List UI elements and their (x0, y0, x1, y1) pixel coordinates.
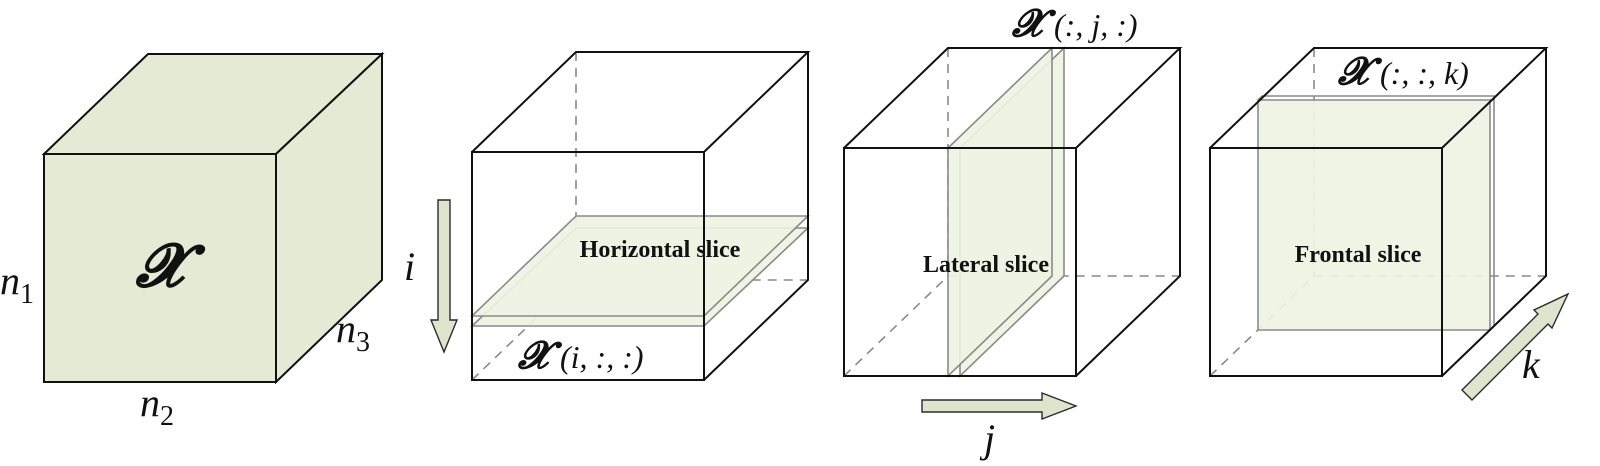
lateral-slice-label: Lateral slice (923, 252, 1049, 278)
dim-n1-label: n 1 (0, 258, 34, 310)
svg-text:n: n (0, 258, 20, 303)
svg-text:n: n (140, 380, 160, 425)
lateral-slice-plane (947, 46, 1053, 378)
svg-text:𝓧: 𝓧 (517, 332, 563, 377)
j-arrow-label: j (979, 416, 995, 461)
svg-text:(:, :, k): (:, :, k) (1380, 55, 1469, 91)
cube-front-face (43, 153, 277, 383)
dim-n2-label: n 2 (140, 380, 174, 432)
lateral-slice-panel: Lateral slice 𝓧 (:, j, :) j (843, 0, 1183, 461)
svg-text:1: 1 (20, 279, 34, 310)
svg-text:n: n (336, 306, 356, 351)
j-direction-arrow (921, 391, 1078, 421)
horizontal-slice-notation: 𝓧 (i, :, :) (517, 332, 644, 377)
frontal-slice-label: Frontal slice (1295, 242, 1422, 268)
i-direction-arrow (429, 199, 459, 354)
k-arrow-label: k (1522, 342, 1541, 387)
dim-n3-label: n 3 (336, 306, 370, 358)
k-direction-arrow (1461, 292, 1570, 401)
lateral-slice-notation: 𝓧 (:, j, :) (1011, 0, 1138, 45)
svg-text:𝓧: 𝓧 (1337, 48, 1383, 93)
svg-text:2: 2 (160, 401, 174, 432)
svg-text:(:, j, :): (:, j, :) (1054, 7, 1138, 43)
svg-text:𝓧: 𝓧 (1011, 0, 1057, 45)
svg-text:3: 3 (356, 327, 370, 358)
horizontal-slice-panel: Horizontal slice 𝓧 (i, :, :) i (404, 51, 811, 381)
horizontal-slice-label: Horizontal slice (580, 237, 741, 263)
frontal-slice-notation: 𝓧 (:, :, k) (1337, 48, 1469, 93)
frontal-slice-panel: Frontal slice 𝓧 (:, :, k) k (1209, 47, 1570, 401)
svg-text:(i, :, :): (i, :, :) (560, 339, 644, 375)
i-arrow-label: i (404, 244, 415, 289)
tensor-cube: 𝓧 n 1 n 2 n 3 (0, 51, 385, 432)
